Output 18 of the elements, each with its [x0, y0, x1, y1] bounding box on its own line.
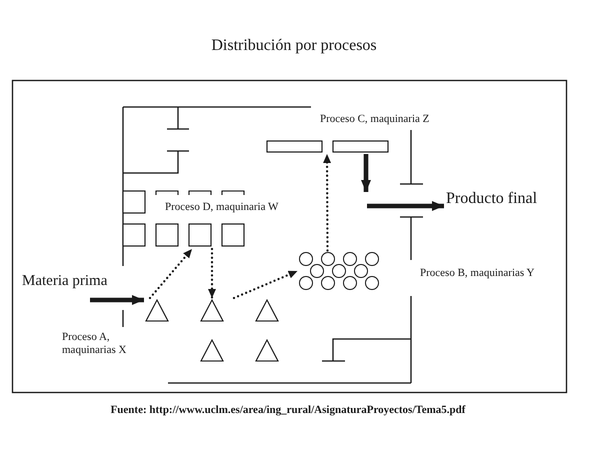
diagram-title: Distribución por procesos — [211, 36, 377, 56]
process-label: Proceso C, maquinaria Z — [320, 112, 430, 126]
dotted-flow-arrow — [208, 248, 216, 300]
process-label: Proceso A, maquinarias X — [62, 331, 128, 357]
product-label: Producto final — [446, 189, 538, 209]
dotted-flow-arrow — [232, 270, 299, 300]
flow-arrow — [90, 295, 144, 305]
process-label: Proceso B, maquinarias Y — [420, 266, 534, 280]
flow-arrow — [367, 201, 444, 211]
process-label: Proceso D, maquinaria W — [165, 200, 278, 214]
flow-arrow — [361, 154, 371, 192]
triangle-machine-group — [145, 298, 279, 362]
dotted-flow-arrow — [323, 152, 332, 252]
material-label: Materia prima — [22, 270, 108, 292]
dotted-flow-arrow — [148, 248, 194, 300]
source-caption: Fuente: http://www.uclm.es/area/ing_rural/AsignaturaProyectos/Tema5.pdf — [110, 403, 466, 417]
rectangle-machine-group — [266, 140, 389, 153]
circle-machine-group — [299, 252, 379, 290]
